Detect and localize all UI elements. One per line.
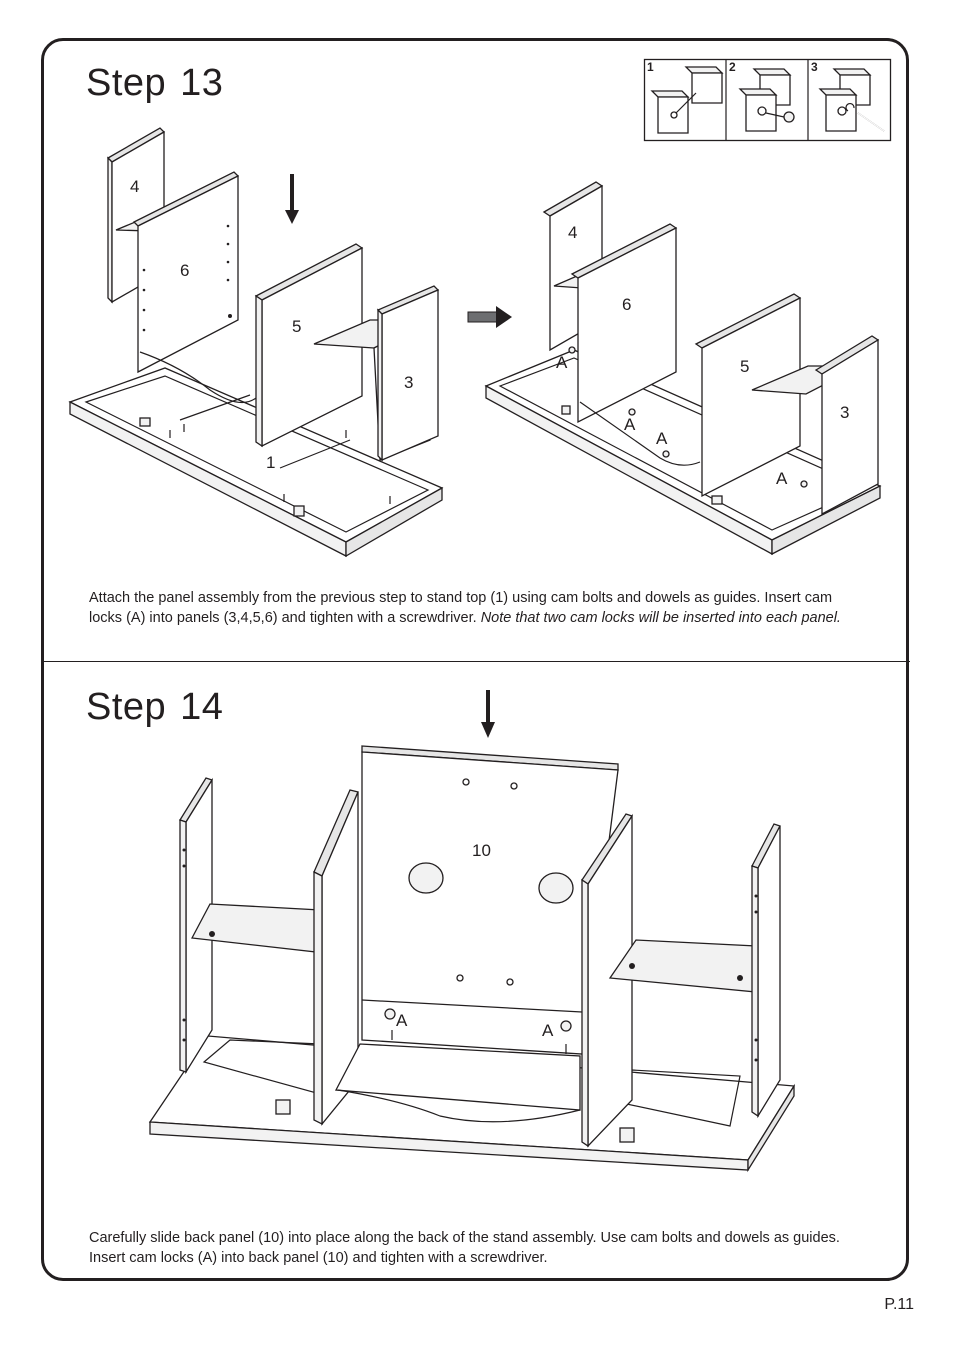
assembled-panel-6: 6 (570, 223, 701, 466)
step14-title: Step 14 (86, 686, 223, 729)
side-panel-6: 6 (132, 171, 257, 404)
cable-hole (538, 872, 574, 904)
label-assembled-4: 4 (568, 223, 577, 242)
cam-lock-label-a: A (396, 1011, 408, 1030)
inset-panels-join-icon (738, 68, 795, 132)
step13-exploded-assembly: 1 4 6 5 3 (68, 127, 512, 558)
step13-number: 13 (180, 62, 224, 104)
center-compartment (334, 1043, 581, 1111)
step14-instructions: Carefully slide back panel (10) into pla… (89, 1230, 840, 1266)
cam-lock-inset: 1 2 3 (643, 58, 892, 142)
center-panel-5: 5 (254, 243, 364, 448)
cam-lock-markers: A A (384, 1008, 572, 1054)
cam-lock-label-a: A (556, 353, 568, 372)
inset-screwdriver-tighten-icon (818, 68, 885, 132)
inset-cam-bolt-insert-icon (650, 66, 724, 134)
step13-assembled-view: 4 6 5 3 A A A A (484, 181, 882, 556)
step14-back-panel-diagram: 10 A A (148, 690, 796, 1173)
step13-instruction-note: Note that two cam locks will be inserted… (480, 609, 841, 626)
page-frame (41, 38, 909, 1281)
back-panel-10: 10 (361, 745, 619, 1055)
label-panel-3: 3 (404, 373, 413, 392)
cam-bolt-marker (139, 417, 151, 427)
label-assembled-3: 3 (840, 403, 849, 422)
cam-lock-label-a: A (624, 415, 636, 434)
cam-lock-icon (568, 346, 576, 354)
side-panel-3: 3 (313, 285, 440, 462)
cable-hole (408, 862, 444, 894)
step13-word: Step (86, 62, 167, 104)
cam-lock-icon (800, 480, 808, 488)
cam-lock-icon (384, 1008, 396, 1020)
stand-top-panel-1: 1 (68, 367, 444, 558)
label-assembled-6: 6 (622, 295, 631, 314)
step14-number: 14 (180, 686, 224, 728)
cam-lock-icon (662, 450, 670, 458)
cam-lock-icon (628, 408, 636, 416)
insert-down-arrow-icon (285, 174, 299, 224)
cam-lock-markers: A A A A (556, 346, 808, 505)
label-assembled-5: 5 (740, 357, 749, 376)
step-divider (43, 661, 910, 662)
assembled-panel-3: 3 (751, 335, 880, 516)
cam-lock-label-a: A (776, 469, 788, 488)
right-outer-panel (751, 823, 781, 1119)
label-panel-4: 4 (130, 177, 139, 196)
step14-word: Step (86, 686, 167, 728)
label-panel-10: 10 (472, 841, 491, 860)
inset-label-2: 2 (729, 60, 736, 74)
left-center-panel (313, 789, 359, 1126)
cam-bolt-marker (293, 505, 305, 517)
cam-lock-label-a: A (542, 1021, 554, 1040)
label-panel-5: 5 (292, 317, 301, 336)
cam-bolt-marker (619, 1127, 635, 1143)
inset-label-3: 3 (811, 60, 818, 74)
cam-lock-icon (560, 1020, 572, 1032)
label-panel-1: 1 (266, 453, 275, 472)
right-center-panel (581, 813, 634, 1148)
step13-instruction-main: Attach the panel assembly from the previ… (89, 590, 833, 626)
page-number: P.11 (884, 1296, 914, 1313)
step13-title: Step 13 (86, 62, 223, 105)
cam-bolt-marker (275, 1099, 291, 1115)
insert-down-arrow-icon (481, 690, 495, 738)
step13-instructions: Attach the panel assembly from the previ… (89, 589, 869, 628)
cam-lock-label-a: A (656, 429, 668, 448)
inset-label-1: 1 (647, 60, 654, 74)
assembled-panel-5: 5 (694, 293, 802, 498)
label-panel-6: 6 (180, 261, 189, 280)
then-right-arrow-icon (467, 306, 512, 328)
